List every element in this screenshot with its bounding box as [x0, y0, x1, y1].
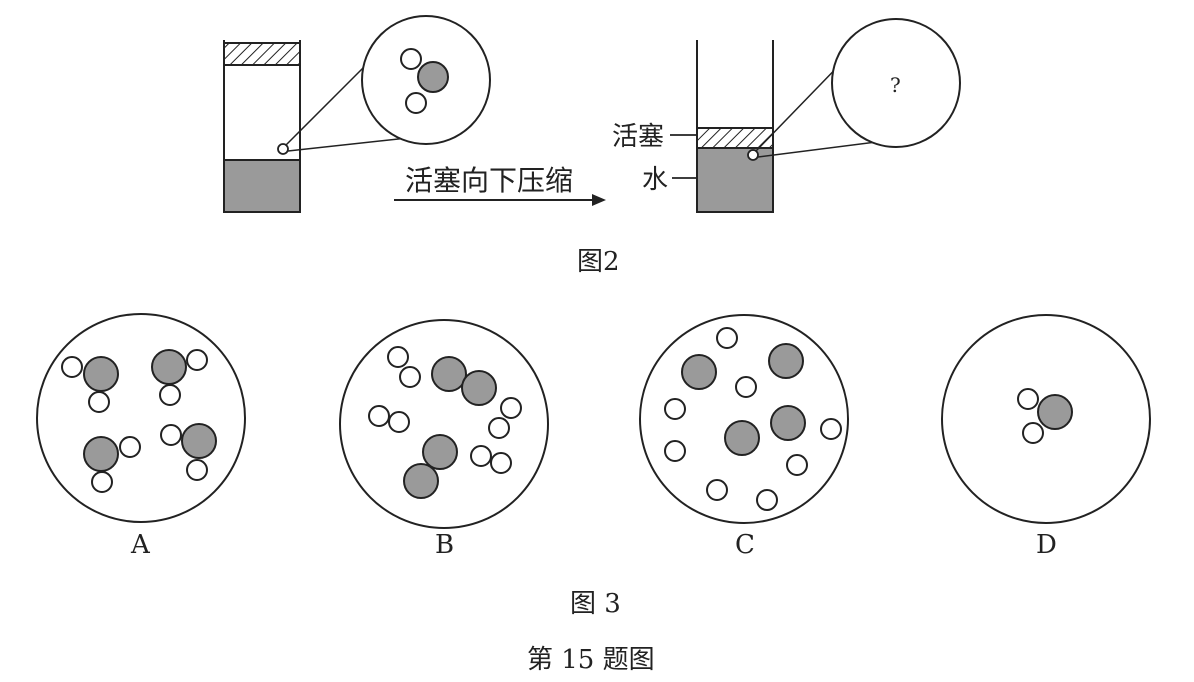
figure-3-caption: 图 3	[570, 589, 621, 619]
option-b-circle	[339, 319, 549, 529]
water-molecule	[400, 48, 449, 114]
option-d-circle	[941, 314, 1151, 524]
compression-arrow	[394, 194, 606, 206]
option-d-label: D	[1036, 530, 1057, 560]
cylinder-before	[223, 40, 427, 213]
problem-caption: 第 15 题图	[527, 645, 655, 675]
hydrogen-molecule	[488, 397, 522, 439]
piston-label: 活塞	[612, 122, 664, 152]
question-mark: ?	[890, 73, 901, 97]
hydrogen-molecule	[470, 445, 512, 474]
hydrogen-atom	[820, 418, 842, 440]
hydrogen-molecule	[387, 346, 421, 388]
oxygen-atom	[768, 343, 804, 379]
water-molecule	[83, 436, 141, 493]
hydrogen-molecule	[368, 405, 410, 433]
cylinder-after	[696, 40, 893, 213]
option-a-label: A	[130, 530, 151, 560]
piston-before	[223, 42, 301, 66]
oxygen-molecule	[431, 356, 497, 406]
oxygen-atom	[681, 354, 717, 390]
hydrogen-atom	[716, 327, 738, 349]
arrow-label: 活塞向下压缩	[405, 164, 573, 197]
magnifier-after	[831, 18, 961, 148]
option-b-label: B	[435, 530, 454, 560]
molecule-marker-before	[277, 143, 289, 155]
option-a-circle	[36, 313, 246, 523]
water-label: 水	[642, 165, 668, 195]
hydrogen-atom	[756, 489, 778, 511]
water-before	[223, 159, 301, 213]
hydrogen-atom	[786, 454, 808, 476]
water-molecule	[151, 349, 208, 406]
figure-2-caption: 图2	[577, 247, 620, 277]
oxygen-atom	[770, 405, 806, 441]
water-molecule	[61, 356, 119, 413]
hydrogen-atom	[706, 479, 728, 501]
hydrogen-atom	[664, 440, 686, 462]
molecule-marker-after	[747, 149, 759, 161]
option-c-label: C	[735, 530, 755, 560]
hydrogen-atom	[664, 398, 686, 420]
magnifier-before	[361, 15, 491, 145]
option-c-circle	[639, 314, 849, 524]
hydrogen-atom	[735, 376, 757, 398]
figure-3: A	[36, 313, 1151, 619]
water-molecule	[160, 423, 217, 481]
water-molecule	[1017, 388, 1073, 444]
oxygen-atom	[724, 420, 760, 456]
water-after	[696, 147, 774, 213]
figure-2: 活塞向下压缩 ? 活塞 水 图2	[223, 15, 961, 277]
oxygen-molecule	[403, 434, 458, 499]
